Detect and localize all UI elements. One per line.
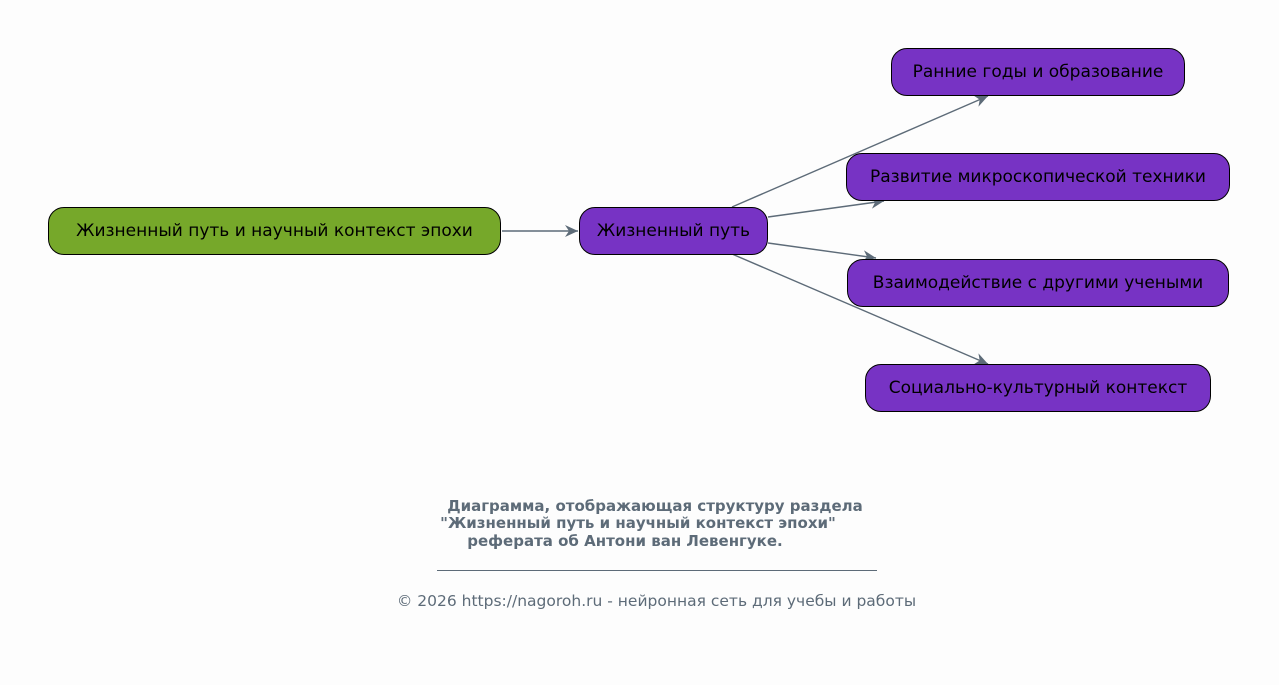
child-node-3[interactable]: Взаимодействие с другими учеными (847, 259, 1229, 307)
caption-line-3: реферата об Антони ван Левенгуке. (467, 532, 783, 550)
child-node-1[interactable]: Ранние годы и образование (891, 48, 1185, 96)
edge-middle-child-3 (767, 242, 877, 263)
child-node-4[interactable]: Социально-культурный контекст (865, 364, 1211, 412)
edge-middle-child-4 (731, 253, 989, 365)
root-node[interactable]: Жизненный путь и научный контекст эпохи (48, 207, 501, 255)
caption-line-1: Диаграмма, отображающая структуру раздел… (447, 497, 863, 515)
middle-node[interactable]: Жизненный путь (579, 207, 768, 255)
footer-copyright: © 2026 https://nagoroh.ru - нейронная се… (396, 592, 917, 610)
caption-line-2: "Жизненный путь и научный контекст эпохи… (440, 514, 836, 532)
edge-middle-child-2 (767, 196, 885, 218)
edge-middle-child-1 (731, 95, 989, 208)
child-node-2[interactable]: Развитие микроскопической техники (846, 153, 1230, 201)
divider (437, 570, 877, 571)
